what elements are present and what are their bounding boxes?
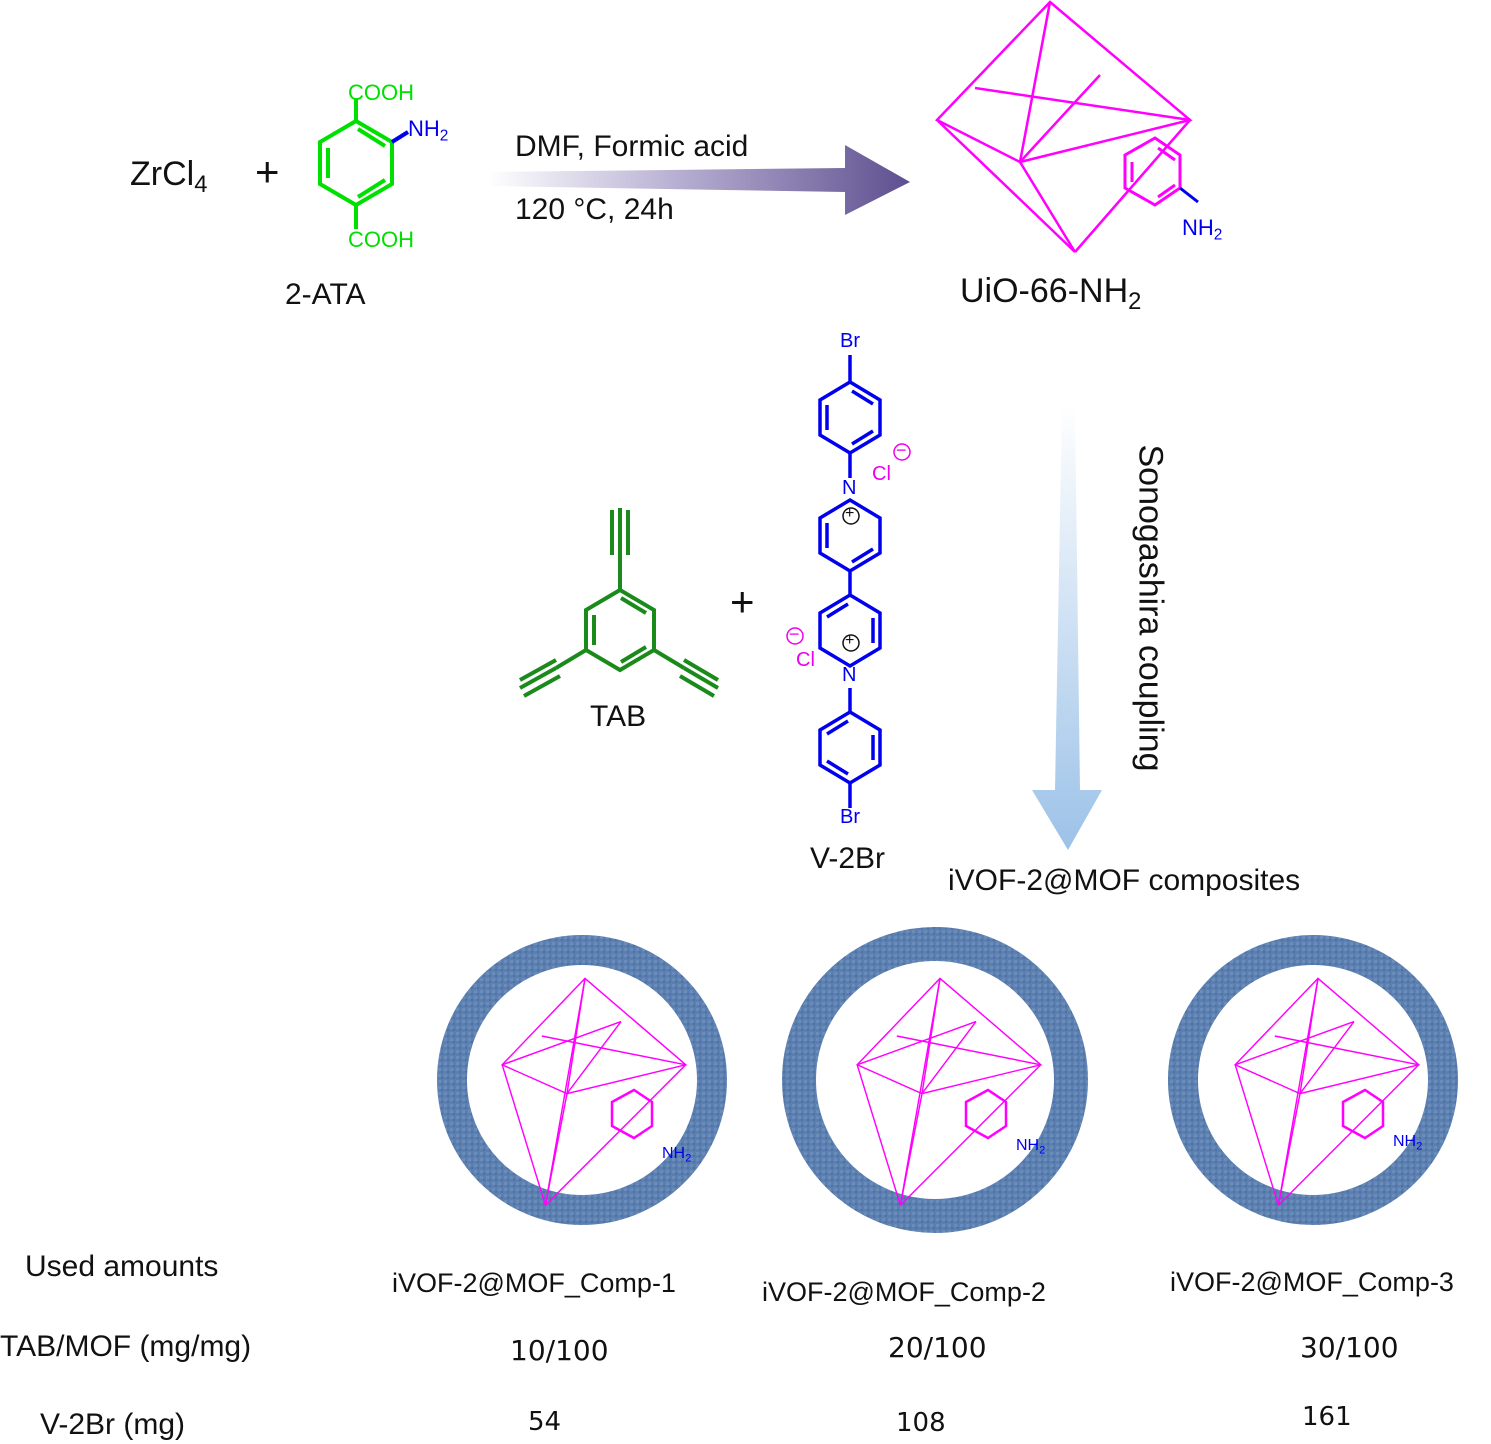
condition-1: DMF, Formic acid <box>515 130 749 163</box>
sonogashira-arrow <box>1032 405 1102 850</box>
v2br-molecule <box>818 355 882 808</box>
table-row-v2br: V-2Br (mg) <box>40 1408 186 1441</box>
comp2-v2br: 108 <box>896 1408 946 1438</box>
comp1-name: iVOF-2@MOF_Comp-1 <box>392 1268 676 1298</box>
br-bottom: Br <box>840 806 860 828</box>
charge-plus-bottom: + <box>845 632 855 649</box>
ata-ring <box>318 98 394 229</box>
comp2-nh2: NH2 <box>1016 1137 1046 1157</box>
table-header-label: Used amounts <box>25 1250 219 1283</box>
zrcl4-label: ZrCl4 <box>130 155 208 199</box>
uio-nh2: NH2 <box>1182 215 1223 244</box>
charge-minus-top: − <box>896 440 907 460</box>
composites-label: iVOF-2@MOF composites <box>948 864 1301 897</box>
table-row-tab-mof: TAB/MOF (mg/mg) <box>0 1330 252 1363</box>
comp2-name: iVOF-2@MOF_Comp-2 <box>762 1277 1046 1307</box>
ata-nh2: NH2 <box>408 116 449 145</box>
uio66-octahedron <box>934 0 1199 253</box>
plus-sign: + <box>255 148 280 195</box>
composite-shell-1 <box>437 935 727 1225</box>
n-bottom: N <box>842 664 857 686</box>
cl-bottom: Cl <box>796 649 815 671</box>
sonogashira-label: Sonogashira coupling <box>1131 444 1170 772</box>
comp3-v2br: 161 <box>1302 1402 1352 1432</box>
ata-label: 2-ATA <box>285 278 366 311</box>
comp3-tab-mof: 30/100 <box>1300 1331 1399 1364</box>
reaction-arrow <box>488 145 910 215</box>
composite-shell-3 <box>1168 935 1458 1225</box>
comp1-v2br: 54 <box>528 1407 562 1437</box>
condition-2: 120 °C, 24h <box>515 193 674 226</box>
comp3-nh2: NH2 <box>1393 1133 1423 1153</box>
ata-cooh-top: COOH <box>348 80 414 105</box>
comp1-nh2: NH2 <box>662 1145 692 1165</box>
ata-cooh-bottom: COOH <box>348 227 414 252</box>
n-top: N <box>842 477 857 499</box>
comp2-tab-mof: 20/100 <box>888 1331 987 1364</box>
charge-minus-bottom: − <box>789 624 800 644</box>
uio66-label: UiO-66-NH2 <box>960 272 1142 316</box>
charge-plus-top: + <box>845 505 855 522</box>
plus-sign-2: + <box>730 578 755 625</box>
cl-top: Cl <box>872 463 891 485</box>
comp1-tab-mof: 10/100 <box>510 1334 609 1367</box>
tab-label: TAB <box>590 700 647 733</box>
v2br-label: V-2Br <box>810 842 886 875</box>
br-top: Br <box>840 330 860 352</box>
comp3-name: iVOF-2@MOF_Comp-3 <box>1170 1267 1454 1297</box>
tab-molecule <box>519 508 720 698</box>
composite-shell-2 <box>782 927 1088 1233</box>
